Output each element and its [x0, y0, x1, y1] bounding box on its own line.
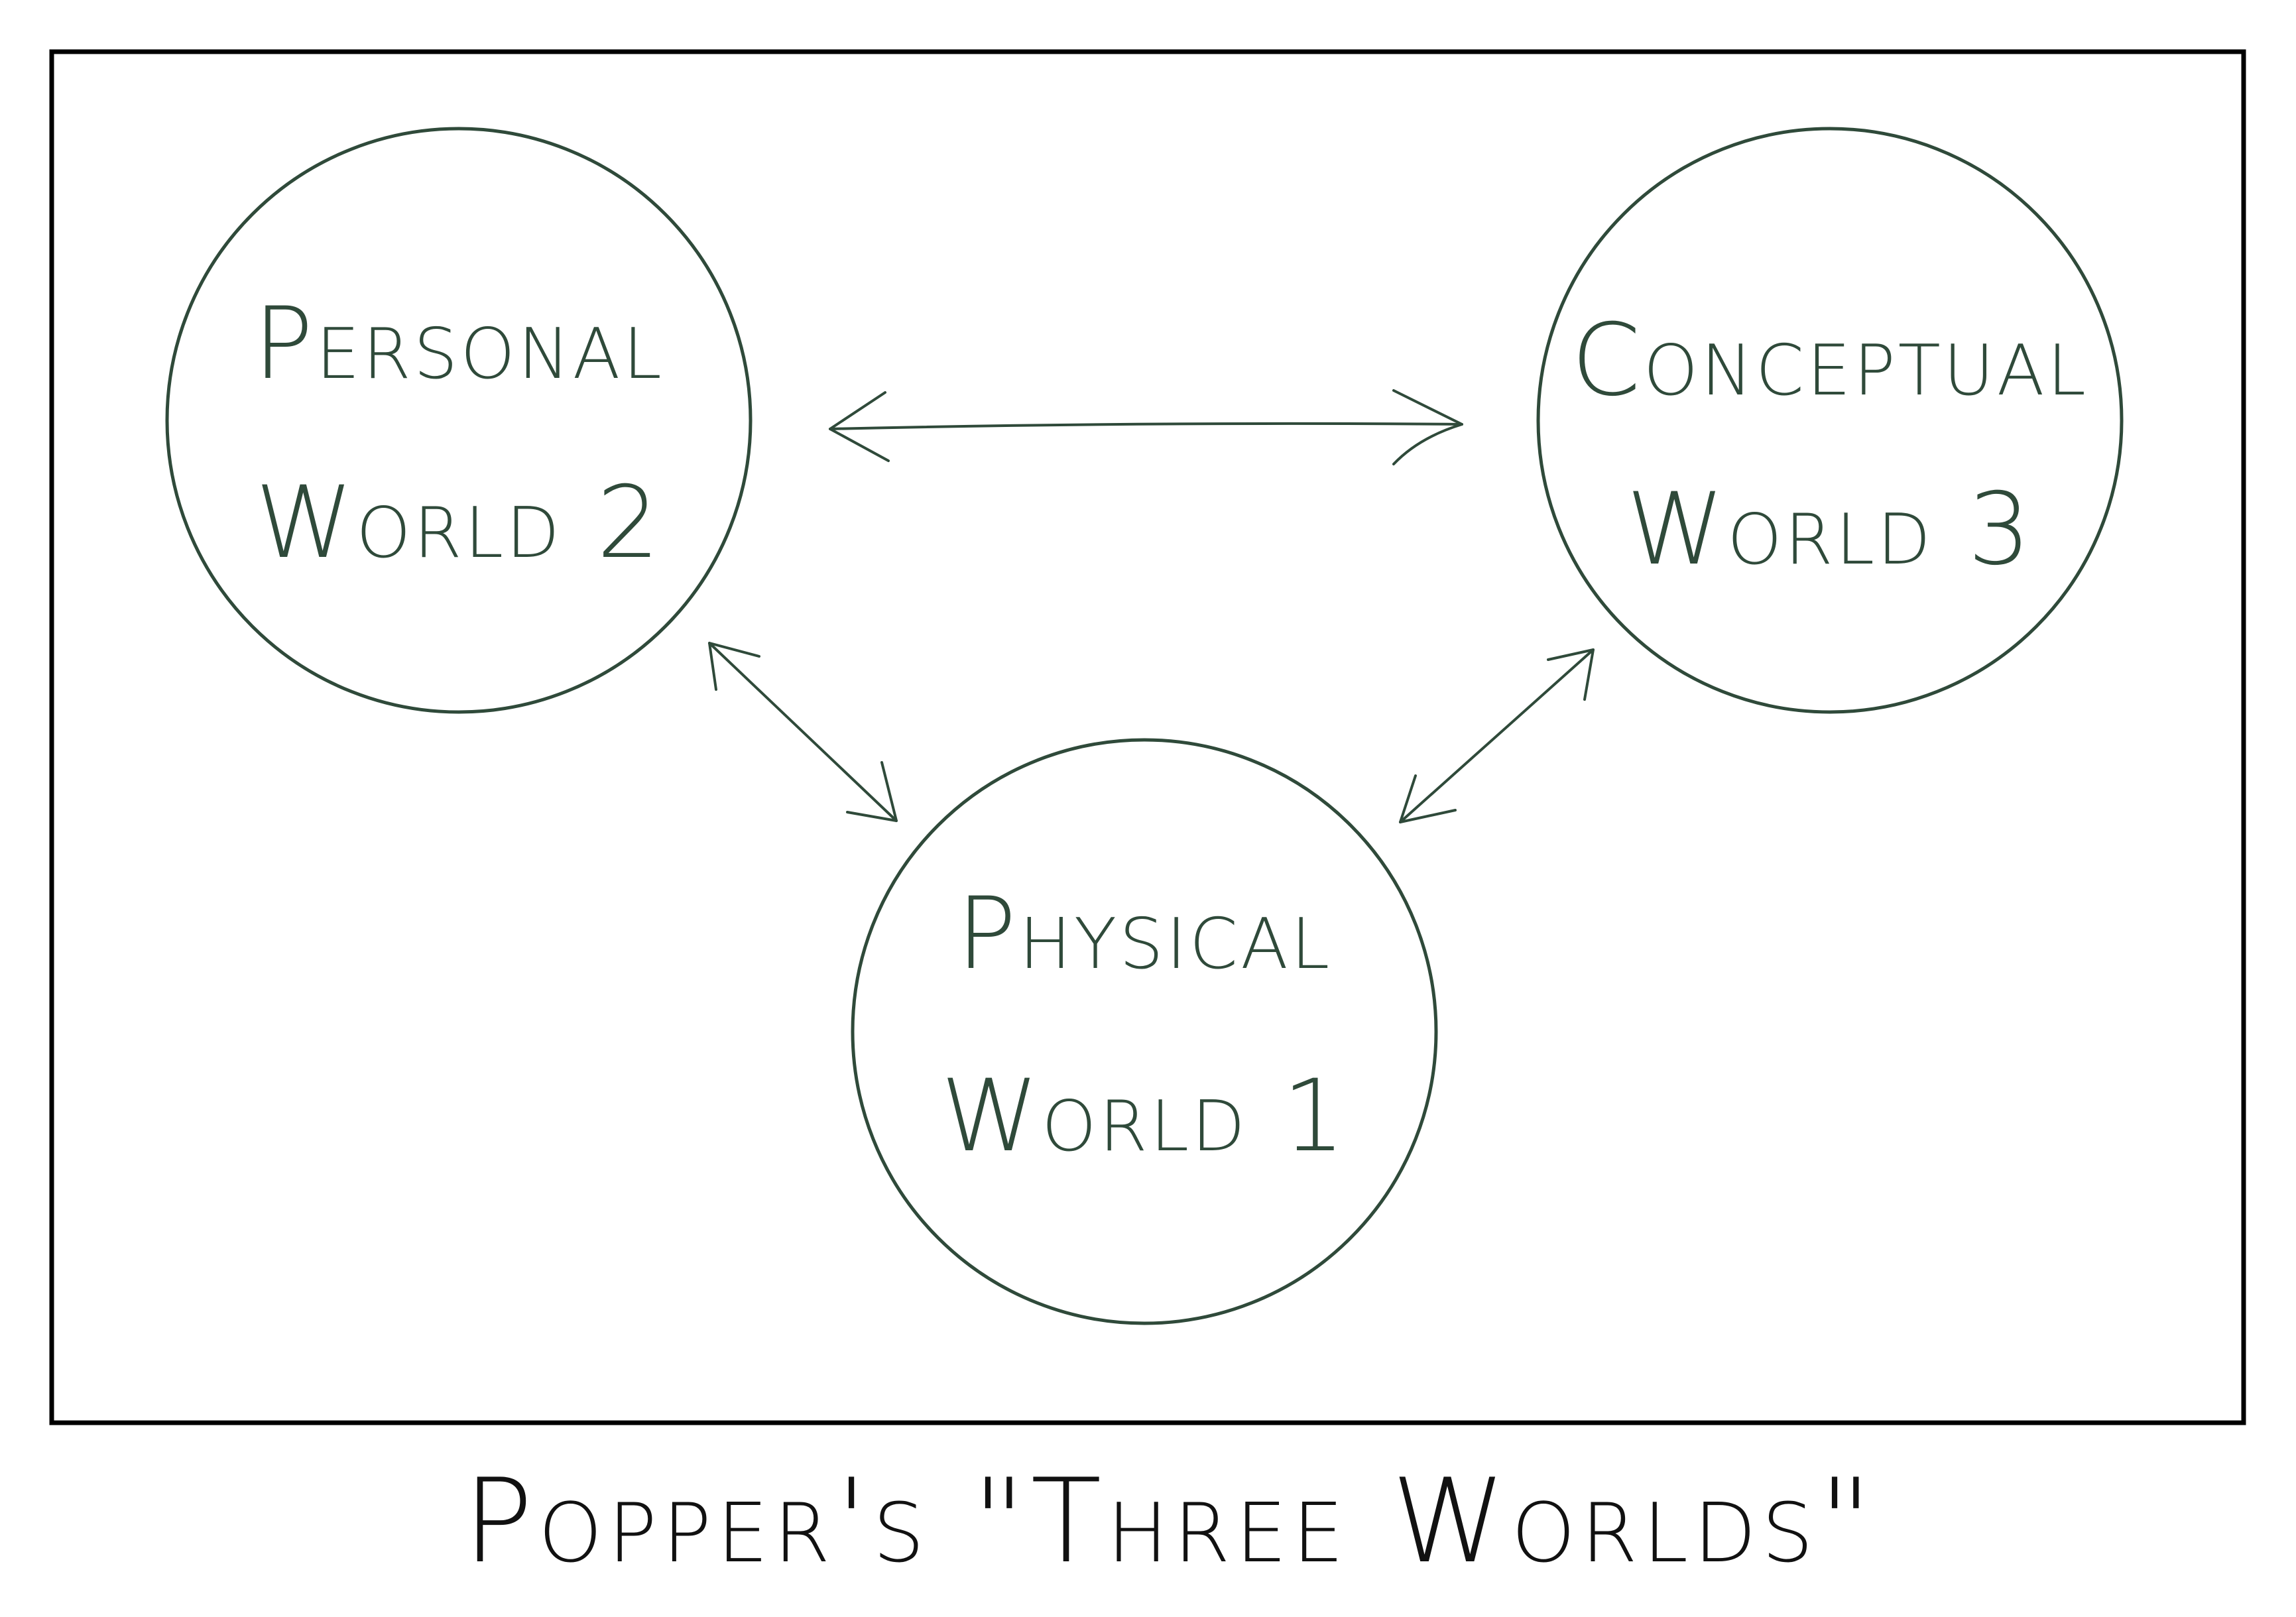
link-world-2-world-3	[829, 389, 1463, 465]
link-world-2-world-1-head-start	[708, 642, 760, 691]
link-world-2-world-1-head-end	[846, 761, 898, 822]
link-world-2-world-3-head-start	[829, 391, 890, 462]
diagram-caption: Popper's "Three Worlds"	[463, 1455, 1877, 1589]
link-world-3-world-1-head-end	[1547, 648, 1595, 701]
node-world-2-line1: Personal	[253, 286, 664, 402]
link-world-3-world-1-shaft	[1399, 648, 1595, 823]
node-world-3-line1: Conceptual	[1571, 303, 2088, 418]
diagram-frame	[49, 49, 2246, 1425]
link-world-2-world-1	[708, 642, 898, 822]
node-world-1-circle	[851, 738, 1438, 1325]
link-world-3-world-1	[1399, 648, 1595, 823]
link-world-2-world-3-head-end	[1392, 389, 1463, 465]
node-world-3: Conceptual World 3	[1536, 127, 2124, 714]
link-world-2-world-3-shaft	[829, 422, 1463, 430]
node-world-1-line1: Physical	[957, 876, 1333, 992]
link-world-3-world-1-head-start	[1399, 774, 1457, 823]
node-world-3-line2: World 3	[1626, 472, 2033, 587]
node-world-3-circle	[1536, 127, 2124, 714]
node-world-1-line2: World 1	[941, 1059, 1348, 1174]
node-world-2-line2: World 2	[255, 465, 662, 581]
link-world-2-world-1-shaft	[708, 642, 898, 822]
node-world-2: Personal World 2	[165, 127, 753, 714]
node-world-1: Physical World 1	[851, 738, 1438, 1325]
node-world-2-circle	[165, 127, 753, 714]
